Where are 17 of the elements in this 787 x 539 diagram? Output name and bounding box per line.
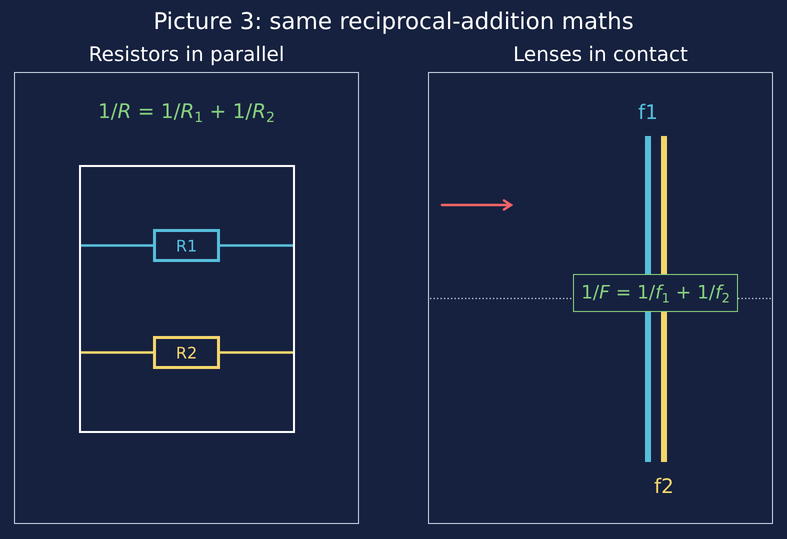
resistor-label: R1 [176,236,198,255]
formula-text: 1/R = 1/R$_{1}$ + 1/R$_{2}$ [98,99,275,123]
formula-box [573,274,738,312]
lens-label: f2 [654,474,674,498]
wire [220,351,294,354]
wire [80,244,153,247]
resistor-symbol [153,229,220,262]
diagram-title: Picture 3: same reciprocal-addition maths [153,9,634,35]
formula-text: 1/F = 1/f$_{1}$ + 1/f$_{2}$ [581,282,730,304]
resistor-symbol [153,336,220,369]
lens-label: f1 [638,100,658,124]
wire [80,351,153,354]
resistor-label: R2 [176,343,198,362]
circuit-frame [79,165,295,433]
panel-heading: Resistors in parallel [88,42,284,66]
panel-heading: Lenses in contact [513,42,688,66]
wire [220,244,294,247]
